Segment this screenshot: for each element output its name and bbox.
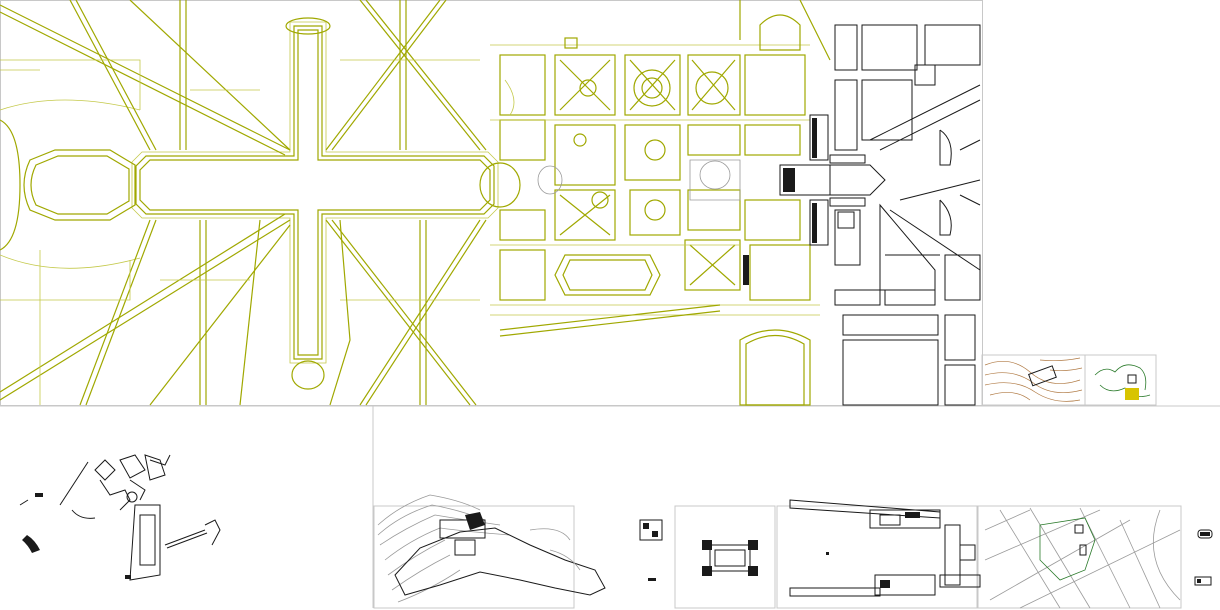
town-grid-east [834, 24, 981, 406]
avenues-east [325, 0, 487, 406]
fort-detail [702, 540, 758, 576]
palace-plan-frame [776, 505, 978, 609]
main-garden-plan [0, 0, 981, 406]
hill-fortress-frame [373, 505, 575, 609]
topo-inset-frame [981, 354, 1157, 406]
palace-block [743, 114, 886, 285]
site-sketch [19, 454, 221, 581]
hill-fortress [377, 494, 663, 603]
parterre-grid [490, 0, 831, 406]
western-basin [0, 99, 141, 269]
grand-canal [131, 17, 521, 390]
town-plan [984, 507, 1213, 609]
topo-inset [984, 355, 1151, 405]
fort-detail-frame [674, 505, 776, 609]
palace-plan [789, 499, 981, 597]
avenues-west [0, 0, 291, 406]
town-plan-frame [977, 505, 1182, 609]
